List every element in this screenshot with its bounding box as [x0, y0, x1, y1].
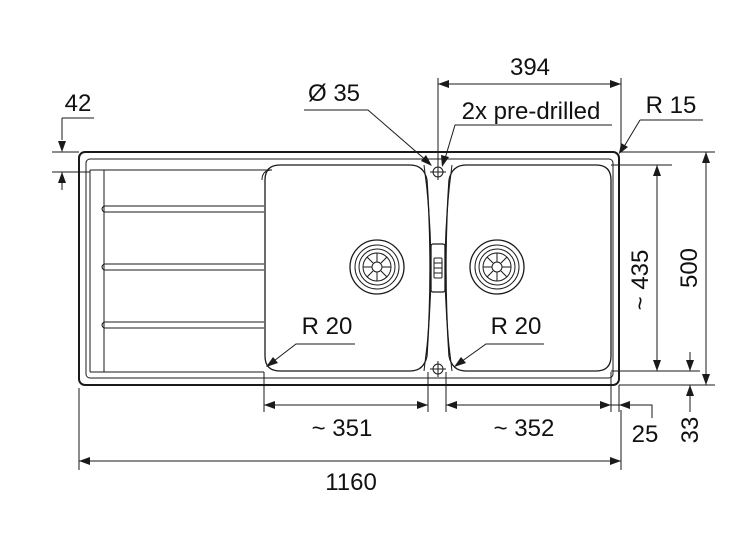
radius-20-right-leader: R 20 — [454, 313, 544, 367]
dimension-42-label: 42 — [65, 90, 92, 117]
left-drain-icon — [349, 239, 405, 295]
diameter-leader: Ø 35 — [304, 80, 432, 166]
right-bowl — [445, 164, 612, 372]
drainer-groove — [101, 263, 264, 271]
drainer-groove — [101, 205, 264, 213]
tap-hole-top — [430, 164, 446, 180]
dimension-352: ~ 352 — [445, 372, 612, 442]
drainer-board — [89, 169, 272, 373]
dimension-500: 500 — [619, 151, 715, 386]
dimension-25: 25 — [611, 385, 658, 448]
dimension-500-label: 500 — [676, 248, 703, 288]
dimension-394-label: 394 — [510, 54, 550, 81]
left-bowl — [264, 164, 431, 372]
dimension-435-label: ~ 435 — [627, 250, 654, 311]
dimension-33-label: 33 — [677, 417, 704, 444]
radius-20-right-label: R 20 — [491, 313, 542, 340]
dimension-1160-label: 1160 — [325, 469, 377, 496]
dimension-394: 394 — [437, 54, 622, 164]
sink-outline — [78, 151, 620, 386]
pre-drilled-leader: 2x pre-drilled — [441, 98, 612, 167]
diameter-label: Ø 35 — [308, 80, 360, 107]
radius-15-label: R 15 — [646, 92, 697, 119]
radius-20-left-leader: R 20 — [266, 313, 355, 367]
dimension-351-label: ~ 351 — [312, 415, 373, 442]
pre-drilled-label: 2x pre-drilled — [462, 98, 601, 125]
dimension-25-label: 25 — [632, 421, 659, 448]
radius-20-left-label: R 20 — [302, 313, 353, 340]
drainer-groove — [101, 321, 264, 329]
dimension-33: 33 — [611, 352, 704, 443]
radius-15-leader: R 15 — [619, 92, 703, 154]
dimension-351: ~ 351 — [263, 372, 429, 442]
dimension-435: ~ 435 — [611, 164, 672, 372]
overflow-slot — [430, 243, 446, 293]
tap-hole-bottom — [430, 361, 446, 377]
sink-inner-rim — [85, 158, 614, 379]
dimension-1160: 1160 — [78, 388, 622, 496]
right-drain-icon — [469, 239, 525, 295]
dimension-352-label: ~ 352 — [494, 415, 555, 442]
dimension-42: 42 — [52, 90, 94, 190]
